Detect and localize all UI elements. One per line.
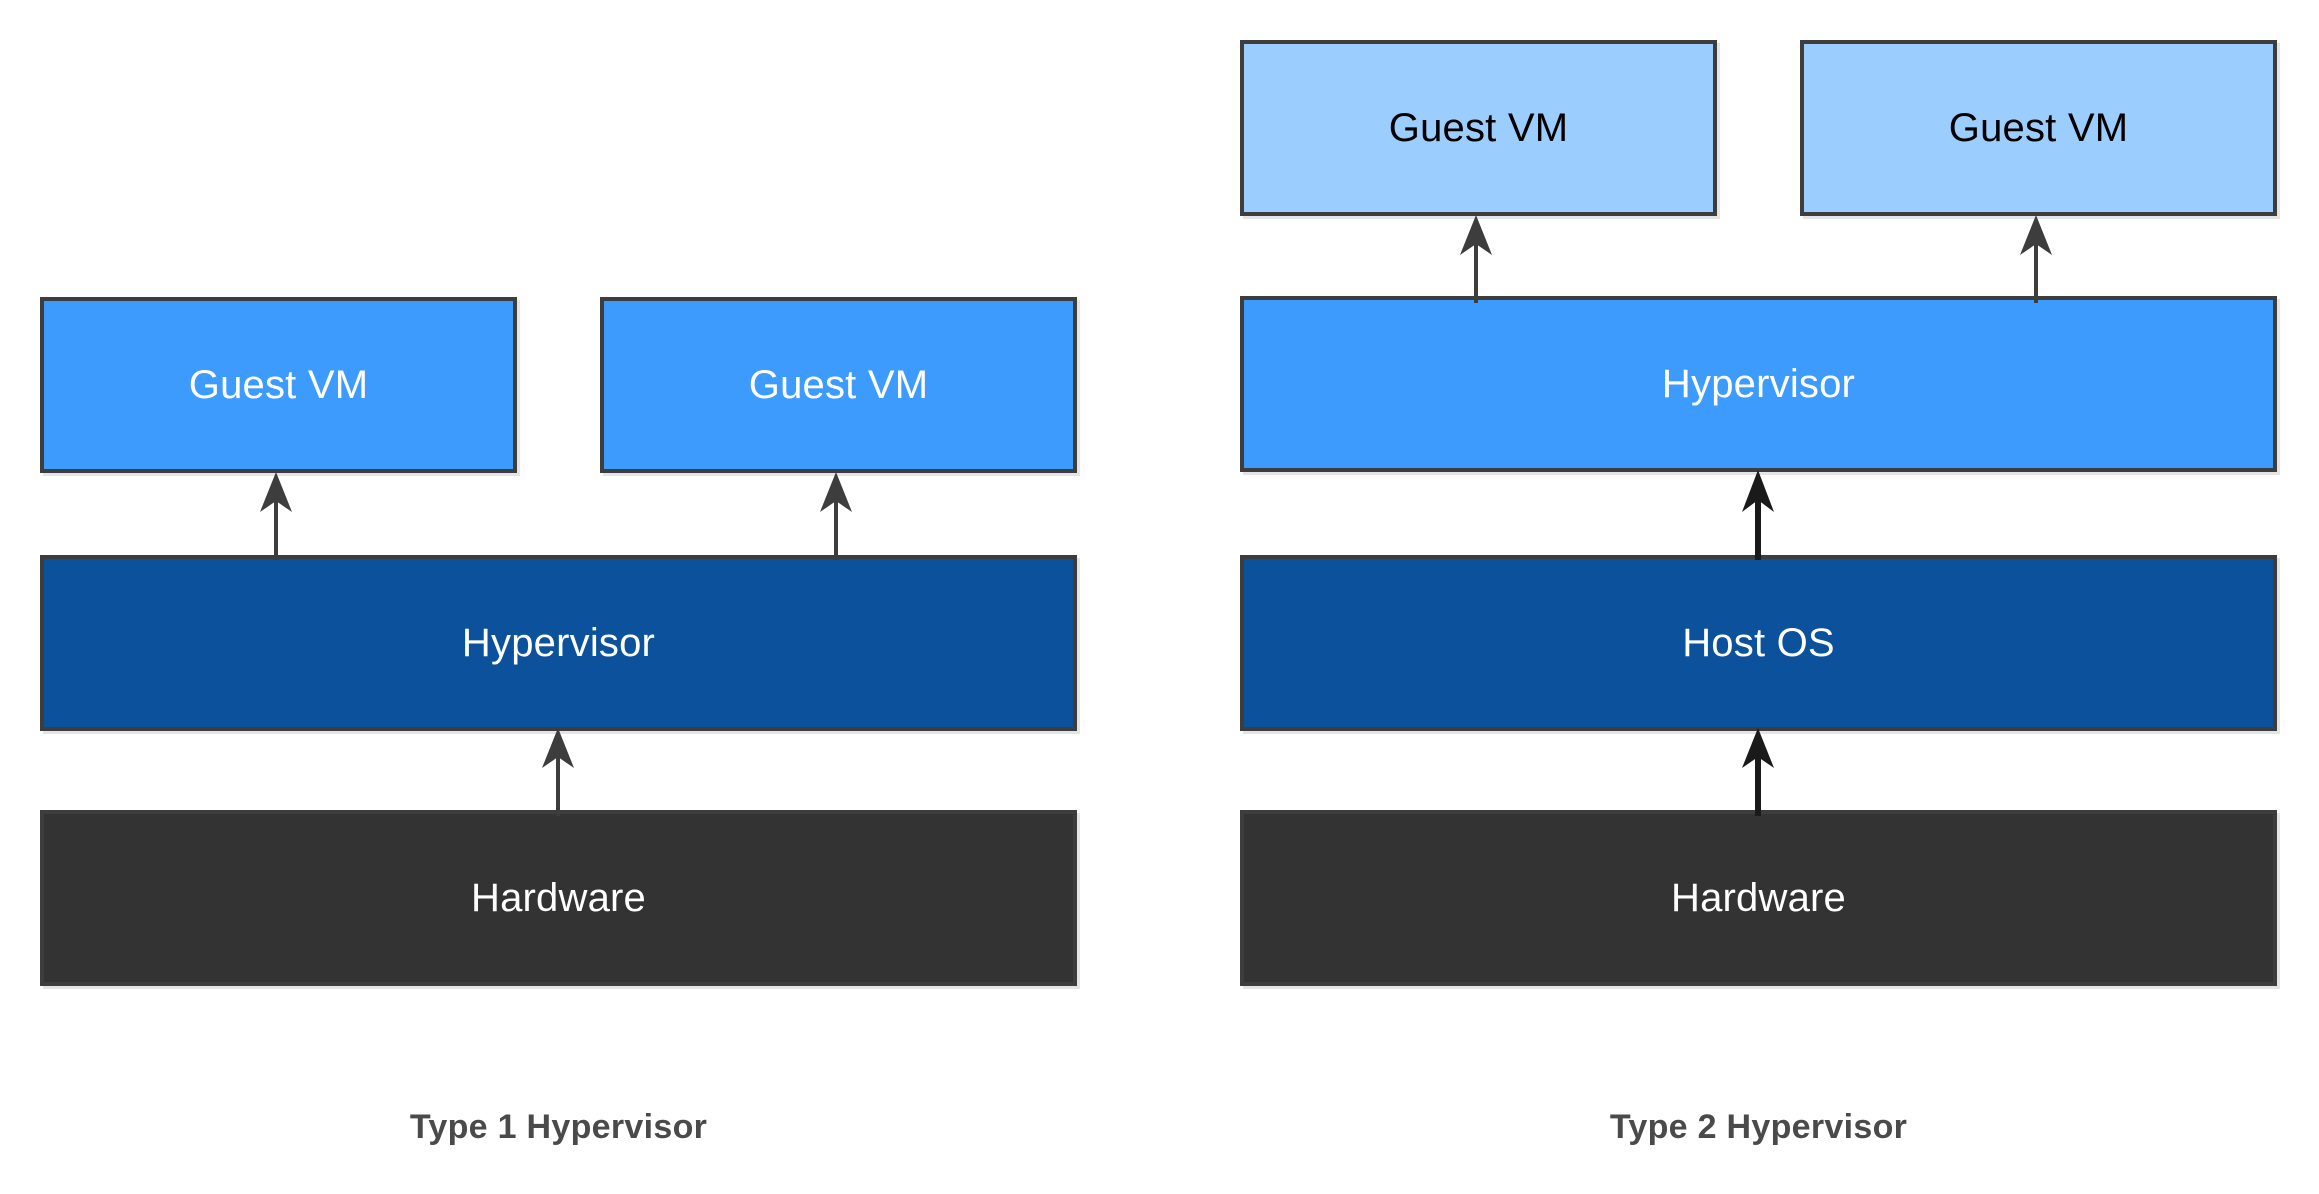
type1-guest-vm-2-label: Guest VM [748,363,929,407]
type2-arrow-hypervisor-to-guest-vm-2 [2020,215,2052,303]
type2-hypervisor-label: Hypervisor [1661,362,1856,406]
type1-guest-vm-1-box[interactable]: Guest VM [40,297,517,473]
type1-guest-vm-2-box[interactable]: Guest VM [600,297,1077,473]
type2-host-os-box[interactable]: Host OS [1240,555,2277,731]
type2-hardware-box[interactable]: Hardware [1240,810,2277,986]
type1-hardware-box[interactable]: Hardware [40,810,1077,986]
type1-caption: Type 1 Hypervisor [409,1108,708,1146]
type1-hypervisor-box[interactable]: Hypervisor [40,555,1077,731]
type1-guest-vm-1-label: Guest VM [188,363,369,407]
type1-arrow-hypervisor-to-guest-vm-1 [260,472,292,560]
type2-arrow-hypervisor-to-guest-vm-1 [1460,215,1492,303]
type2-arrow-host-os-to-hypervisor [1742,470,1774,560]
type2-host-os-label: Host OS [1682,621,1835,665]
type2-guest-vm-2-label: Guest VM [1948,106,2129,150]
type1-arrow-hypervisor-to-guest-vm-2 [820,472,852,560]
type2-hardware-label: Hardware [1671,876,1846,920]
type1-arrow-hardware-to-hypervisor [542,728,574,816]
type2-guest-vm-1-box[interactable]: Guest VM [1240,40,1717,216]
type2-caption: Type 2 Hypervisor [1609,1108,1908,1146]
type2-hypervisor-box[interactable]: Hypervisor [1240,296,2277,472]
type2-guest-vm-2-box[interactable]: Guest VM [1800,40,2277,216]
type2-arrow-hardware-to-host-os [1742,728,1774,816]
type1-hypervisor-label: Hypervisor [461,621,656,665]
type2-guest-vm-1-label: Guest VM [1388,106,1569,150]
type1-hardware-label: Hardware [471,876,646,920]
